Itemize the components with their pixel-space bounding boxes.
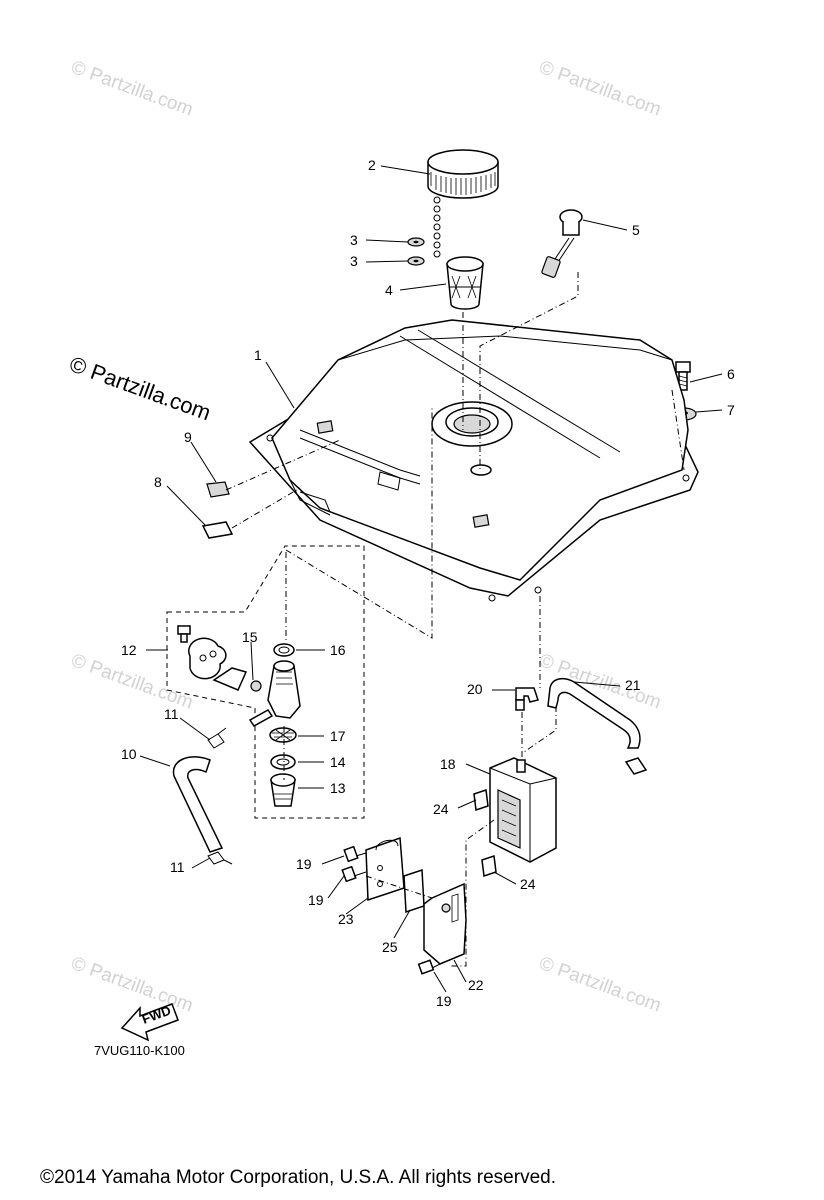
clip-24-upper — [473, 788, 489, 812]
watermark-text-large: © Partzilla.com — [66, 351, 214, 425]
callout-17: 17 — [330, 728, 346, 744]
fuel-tank — [248, 319, 699, 602]
callout-9: 9 — [184, 429, 192, 445]
bracket-22 — [423, 882, 467, 965]
callout-5: 5 — [632, 222, 640, 238]
callout-21: 21 — [625, 677, 641, 693]
watermark-text: © Partzilla.com — [536, 57, 663, 121]
callout-11: 11 — [170, 859, 185, 875]
fuel-gauge — [541, 209, 583, 278]
callout-3: 3 — [350, 232, 358, 248]
bracket-25 — [403, 868, 425, 914]
bracket-23 — [365, 836, 405, 902]
watermark-text: © Partzilla.com — [68, 57, 195, 121]
callout-6: 6 — [727, 366, 735, 382]
fuel-hose — [172, 756, 224, 853]
watermark-text: © Partzilla.com — [68, 953, 195, 1017]
callout-11: 11 — [164, 706, 179, 722]
copyright-notice: ©2014 Yamaha Motor Corporation, U.S.A. A… — [40, 1167, 556, 1188]
filter-17 — [269, 727, 297, 743]
cushion-lower — [201, 521, 234, 539]
diagram-code: 7VUG110-K100 — [94, 1043, 185, 1058]
washer — [407, 237, 425, 266]
callout-4: 4 — [385, 282, 393, 298]
callout-19: 19 — [436, 993, 452, 1009]
leader-lines — [139, 165, 723, 993]
callout-1: 1 — [254, 347, 262, 363]
alignment-lines — [225, 272, 685, 967]
joint-hose-20 — [515, 687, 539, 711]
callout-15: 15 — [242, 629, 258, 645]
callout-23: 23 — [338, 911, 354, 927]
bolt-19-middle — [341, 865, 367, 883]
callout-19: 19 — [296, 856, 312, 872]
callout-18: 18 — [440, 756, 456, 772]
callout-12: 12 — [121, 642, 137, 658]
fuel-cock-assembly — [166, 545, 365, 819]
callout-labels: 1 2 3 3 4 5 6 7 8 9 10 11 11 12 13 14 15… — [121, 157, 735, 1009]
watermark-text: © Partzilla.com — [536, 953, 663, 1017]
bolt-19-lower — [417, 959, 445, 975]
hose-clip — [207, 851, 233, 865]
callout-8: 8 — [154, 474, 162, 490]
callout-10: 10 — [121, 746, 137, 762]
fuel-cap — [427, 149, 499, 258]
callout-24: 24 — [520, 876, 536, 892]
clip-24-lower — [481, 854, 497, 878]
hose-clip — [207, 727, 227, 749]
forward-arrow-icon: FWD — [120, 1003, 179, 1042]
callout-16: 16 — [330, 642, 346, 658]
bolt-19-upper — [343, 845, 367, 863]
callout-3: 3 — [350, 253, 358, 269]
oring-14 — [270, 754, 296, 770]
callout-25: 25 — [382, 939, 398, 955]
vent-hose-21 — [547, 677, 648, 775]
oring-16 — [273, 643, 295, 657]
callout-22: 22 — [468, 977, 484, 993]
callout-14: 14 — [330, 754, 346, 770]
callout-2: 2 — [368, 157, 376, 173]
callout-7: 7 — [727, 402, 735, 418]
callout-13: 13 — [330, 780, 346, 796]
callout-20: 20 — [467, 681, 483, 697]
cushion-upper — [206, 481, 230, 498]
cup-13 — [270, 773, 296, 807]
callout-19: 19 — [308, 892, 324, 908]
charcoal-canister — [489, 757, 557, 863]
watermark-text: © Partzilla.com — [68, 650, 195, 714]
fuel-strainer — [446, 256, 484, 310]
callout-24: 24 — [433, 801, 449, 817]
